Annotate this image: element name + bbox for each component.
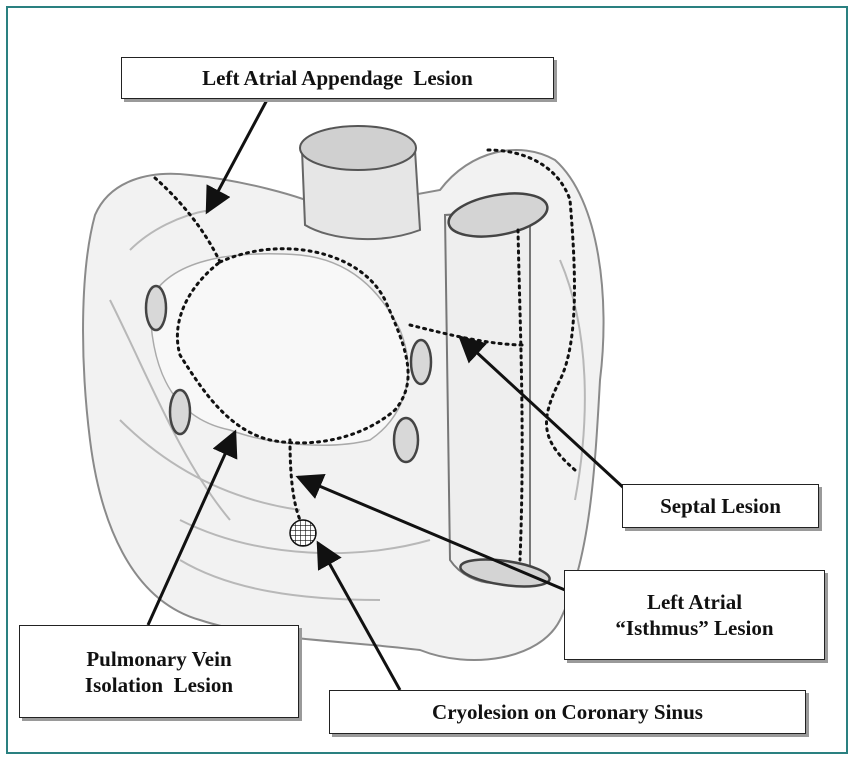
laa-lesion-label: Left Atrial Appendage Lesion <box>121 57 554 99</box>
isthmus-lesion-label: Left Atrial “Isthmus” Lesion <box>564 570 825 660</box>
isthmus-lesion-text-1: Left Atrial <box>647 589 742 615</box>
pvi-lesion-text-2: Isolation Lesion <box>85 672 233 698</box>
cryolesion-text: Cryolesion on Coronary Sinus <box>432 699 703 725</box>
cryolesion-spot <box>290 520 316 546</box>
laa-lesion-text: Left Atrial Appendage Lesion <box>202 65 473 91</box>
pvi-lesion-label: Pulmonary Vein Isolation Lesion <box>19 625 299 718</box>
cryolesion-label: Cryolesion on Coronary Sinus <box>329 690 806 734</box>
pvi-lesion-text-1: Pulmonary Vein <box>86 646 231 672</box>
septal-lesion-text: Septal Lesion <box>660 493 781 519</box>
septal-lesion-label: Septal Lesion <box>622 484 819 528</box>
isthmus-lesion-text-2: “Isthmus” Lesion <box>615 615 773 641</box>
aortic-trunk <box>300 126 420 239</box>
